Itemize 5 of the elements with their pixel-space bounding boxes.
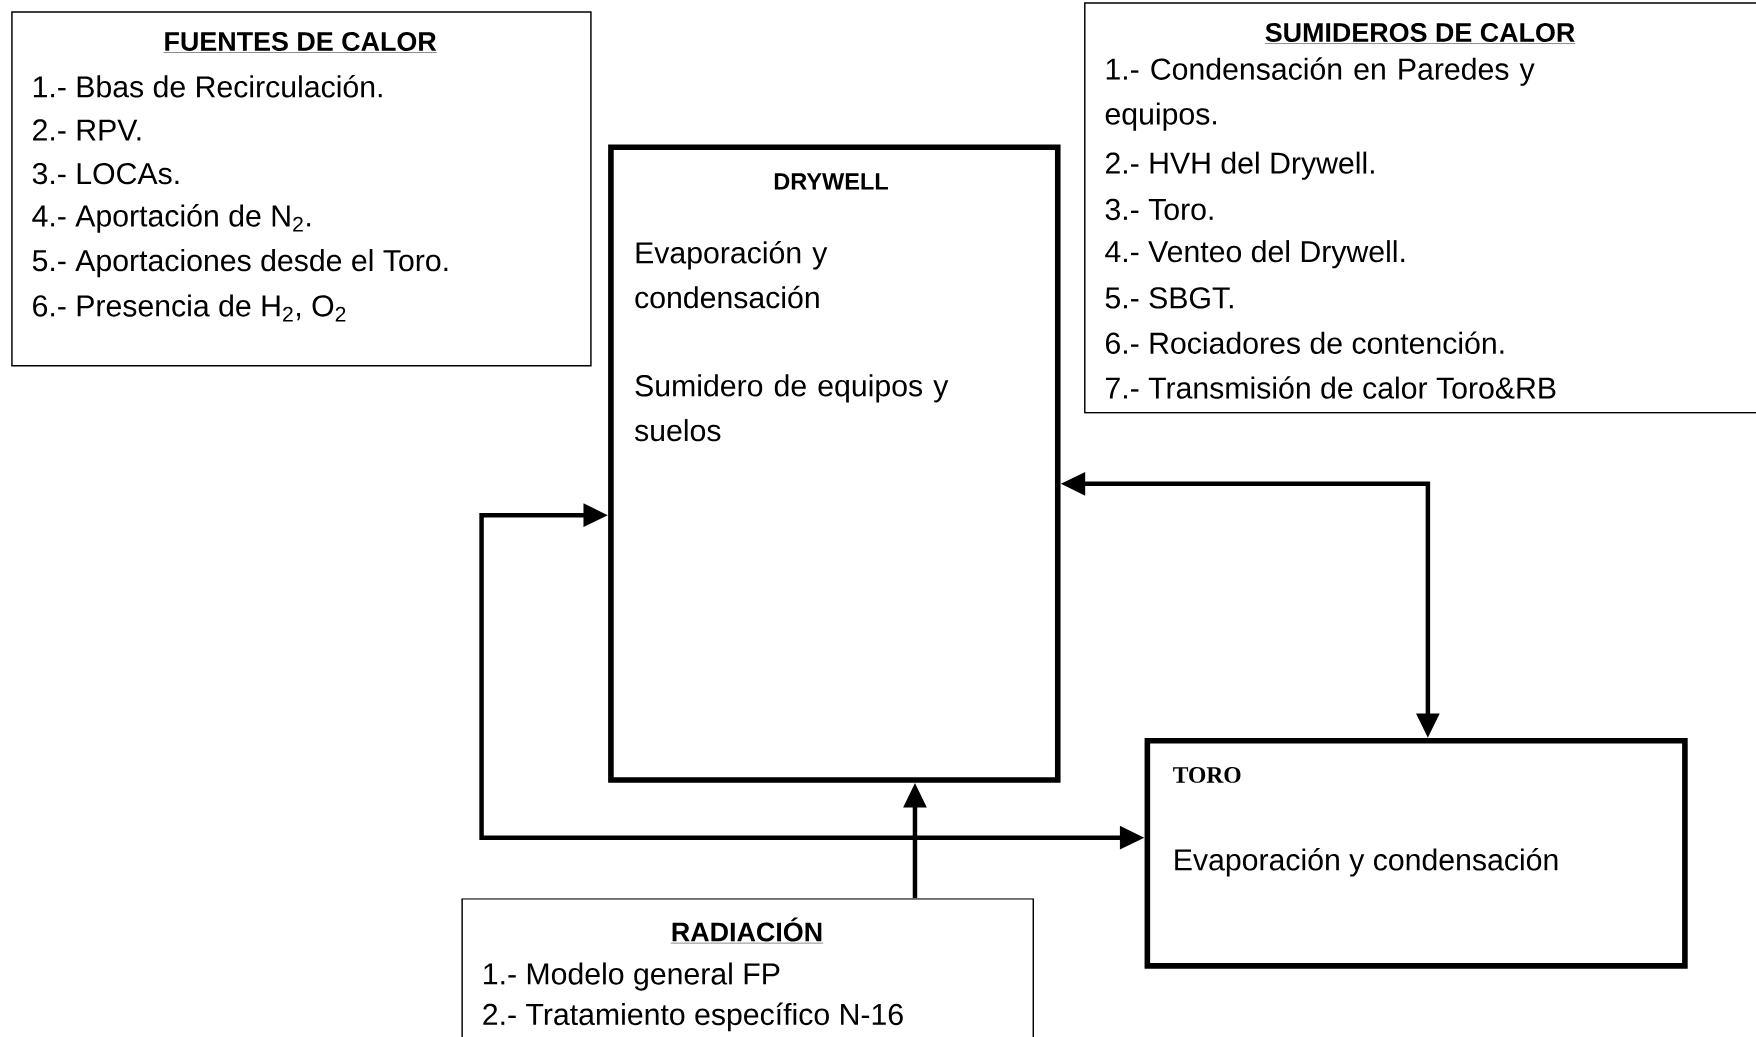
text-box: FUENTES DE CALOR 1.- Bbas de Recirculación. 2.- RPV. 3.- LOCAs. 4.- Aportación de N$_{2}$. 5.- Aportaciones desde el Toro. 6.- Presencia de H$_{2}$, O$_{2}$ [11,11,592,367]
text-box: TORO Evaporación y condensación [1144,738,1688,969]
text-box: DRYWELL Evaporación y condensación Sumidero de equipos y suelos [608,144,1061,783]
text-box: SUMIDEROS DE CALOR 1.- Condensación en Paredes y equipos. 2.- HVH del Drywell. 3.- Toro. 4.- Venteo del Drywell. 5.- SBGT. 6.- Rociadores de contención. 7.- Transmisión de calor Toro&RB [1084,2,1756,414]
text-box: RADIACIÓN 1.- Modelo general FP 2.- Tratamiento específico N-16 [461,898,1034,1037]
